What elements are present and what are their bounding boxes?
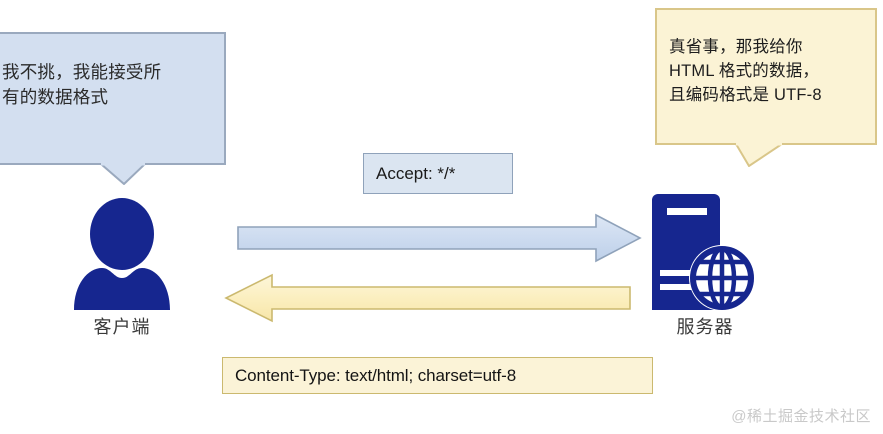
accept-header-text: Accept: */* [376,163,456,183]
client-bubble-tail-icon [100,163,146,185]
watermark-text: @稀土掘金技术社区 [731,408,871,425]
server-globe-icon [652,194,755,311]
request-arrow-icon [237,213,642,263]
server-bubble-tail-icon [735,143,783,167]
response-arrow-icon [224,273,631,323]
client-speech-bubble: 我不挑，我能接受所 有的数据格式 [0,32,226,165]
accept-header-box: Accept: */* [363,153,513,194]
server-label: 服务器 [676,317,734,337]
person-icon [74,198,170,310]
client-bubble-text: 我不挑，我能接受所 有的数据格式 [2,62,162,108]
server-bubble-text: 真省事，那我给你 HTML 格式的数据， 且编码格式是 UTF-8 [669,38,822,104]
content-type-header-box: Content-Type: text/html; charset=utf-8 [222,357,653,394]
content-type-header-text: Content-Type: text/html; charset=utf-8 [235,365,517,385]
client-label: 客户端 [93,317,151,337]
server-speech-bubble: 真省事，那我给你 HTML 格式的数据， 且编码格式是 UTF-8 [655,8,877,145]
